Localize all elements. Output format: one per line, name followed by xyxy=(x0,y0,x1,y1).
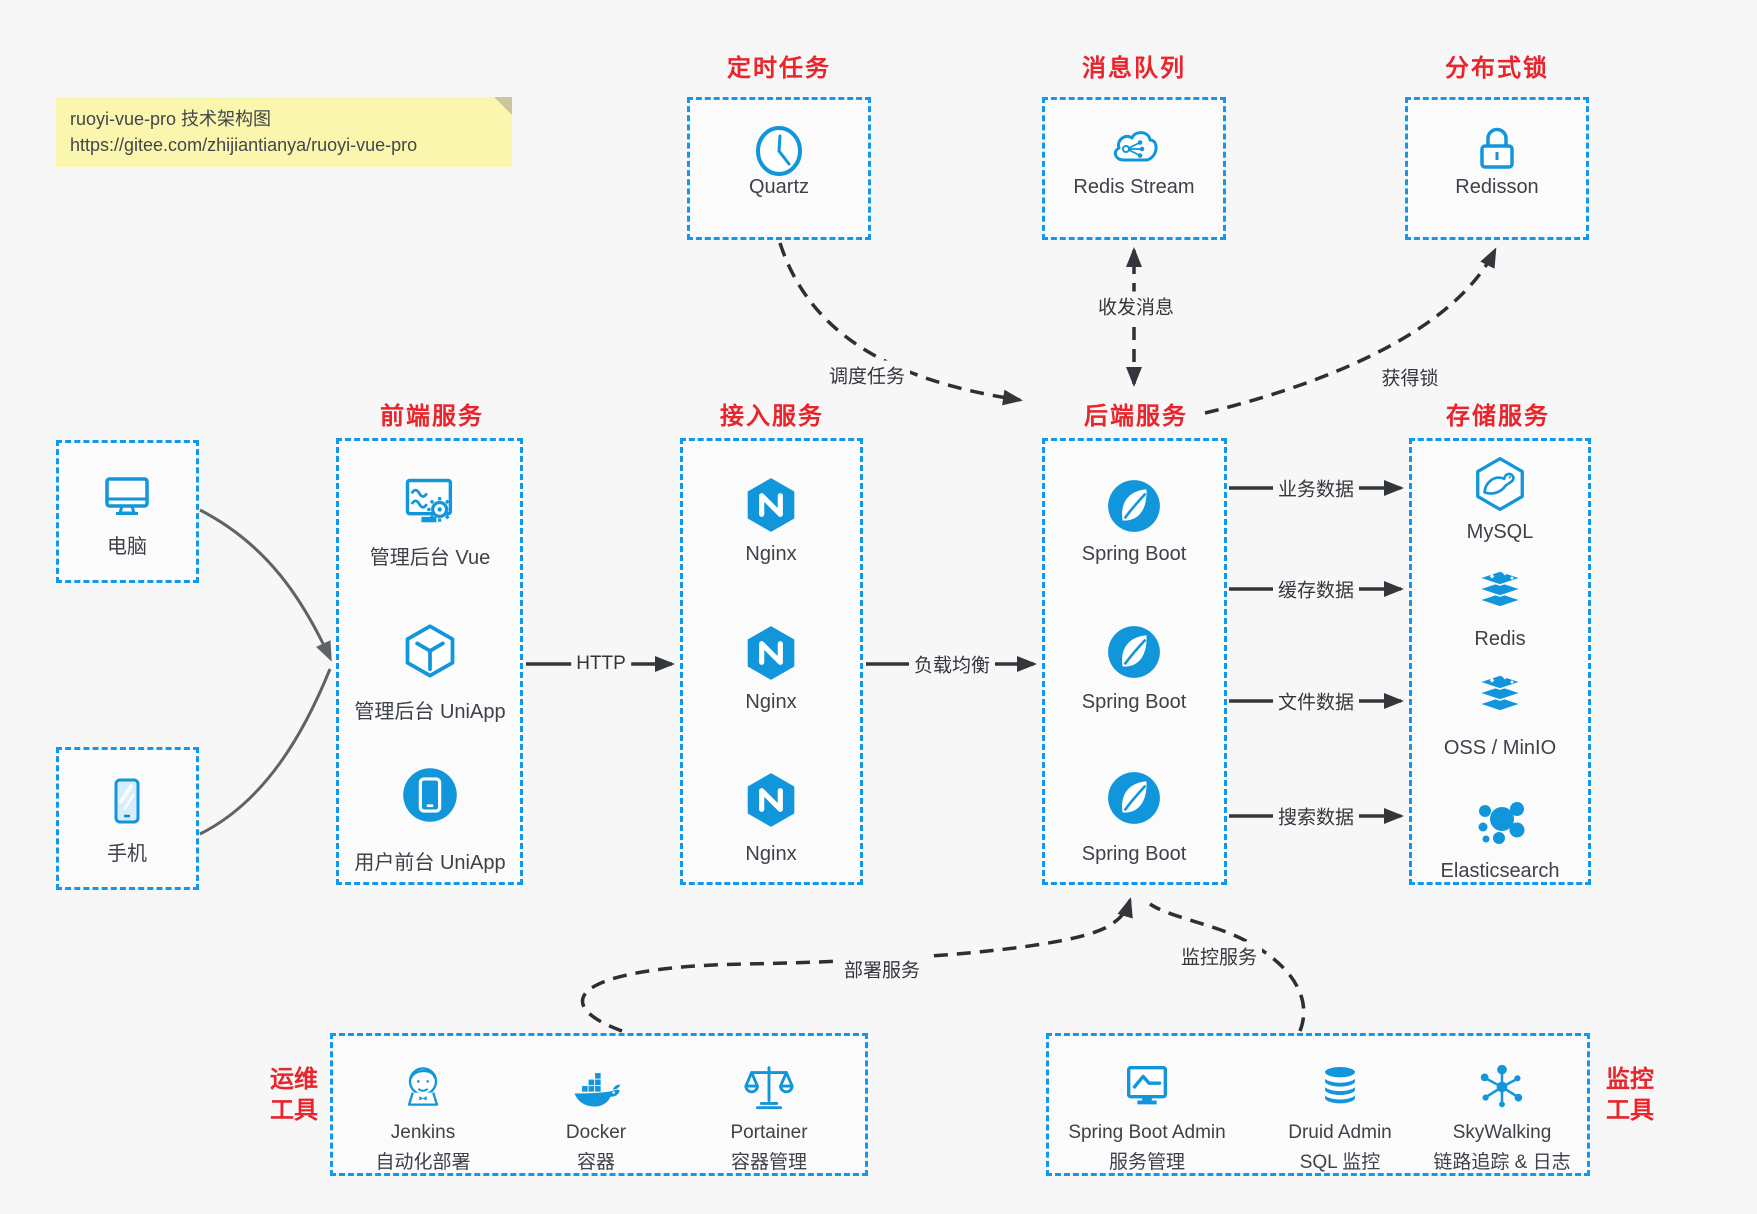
redis-stack-icon xyxy=(1476,674,1524,712)
scales-icon xyxy=(744,1066,794,1110)
edge-lock-line xyxy=(1204,247,1497,415)
admin-screen-gear-icon xyxy=(405,478,453,523)
edge-label-http: HTTP xyxy=(571,652,631,676)
ops-side-label-line2: 工具 xyxy=(270,1097,318,1124)
edge-label-lock: 获得锁 xyxy=(1376,362,1444,392)
es-cluster-icon xyxy=(1478,802,1525,844)
monitor-icon xyxy=(105,477,149,515)
title-scheduler: 定时任务 xyxy=(727,55,831,82)
label-frontend-2: 用户前台 UniApp xyxy=(354,852,506,874)
label-ops-0-desc: 自动化部署 xyxy=(375,1152,471,1173)
title-mq: 消息队列 xyxy=(1082,55,1186,82)
label-monitoring-0-name: Spring Boot Admin xyxy=(1068,1122,1226,1143)
topology-icon xyxy=(1480,1064,1523,1108)
note-fold-corner xyxy=(494,97,512,115)
monitoring-side-label-line1: 监控 xyxy=(1606,1066,1654,1093)
docker-whale-icon xyxy=(574,1073,621,1107)
edge-label-search: 搜索数据 xyxy=(1272,801,1360,831)
ops-side-label: 运维 工具 xyxy=(240,1064,318,1126)
box-mq xyxy=(1042,97,1226,240)
sticky-note: ruoyi-vue-pro 技术架构图 https://gitee.com/zh… xyxy=(56,97,512,167)
label-storage-1: Redis xyxy=(1474,628,1526,650)
label-monitoring-0-desc: 服务管理 xyxy=(1108,1152,1186,1173)
edge-label-file: 文件数据 xyxy=(1272,686,1360,716)
edge-mobile-line xyxy=(199,668,332,836)
label-storage-0: MySQL xyxy=(1466,521,1534,543)
label-mobile: 手机 xyxy=(107,843,147,865)
label-frontend-0: 管理后台 Vue xyxy=(369,547,491,569)
smartphone-icon xyxy=(114,778,140,824)
edge-label-monitor: 监控服务 xyxy=(1175,941,1263,971)
database-icon xyxy=(1323,1065,1357,1105)
label-gateway-2: Nginx xyxy=(745,843,797,865)
label-storage-3: Elasticsearch xyxy=(1440,860,1560,882)
title-backend: 后端服务 xyxy=(1084,403,1188,430)
spring-leaf-icon xyxy=(1108,626,1160,678)
edge-label-message: 收发消息 xyxy=(1092,291,1180,321)
label-monitoring-1-name: Druid Admin xyxy=(1288,1122,1392,1143)
nginx-hexagon-icon xyxy=(747,626,795,680)
title-storage: 存储服务 xyxy=(1446,403,1550,430)
edge-label-deploy: 部署服务 xyxy=(838,954,926,984)
label-ops-2-desc: 容器管理 xyxy=(730,1152,808,1173)
label-pc: 电脑 xyxy=(107,536,147,558)
cloud-share-icon xyxy=(1113,131,1158,162)
phone-circle-icon xyxy=(403,768,457,822)
ops-side-label-line1: 运维 xyxy=(270,1066,318,1093)
note-title: ruoyi-vue-pro 技术架构图 xyxy=(70,109,272,129)
label-quartz: Quartz xyxy=(748,176,810,198)
label-storage-2: OSS / MinIO xyxy=(1443,737,1557,759)
label-backend-0: Spring Boot xyxy=(1081,543,1187,565)
edge-label-biz: 业务数据 xyxy=(1272,473,1360,503)
mysql-dolphin-icon xyxy=(1476,456,1524,512)
note-url: https://gitee.com/zhijiantianya/ruoyi-vu… xyxy=(70,135,418,155)
label-monitoring-1-desc: SQL 监控 xyxy=(1299,1152,1381,1173)
label-ops-0-name: Jenkins xyxy=(390,1122,456,1143)
edge-label-cache: 缓存数据 xyxy=(1272,574,1360,604)
edge-label-lb: 负载均衡 xyxy=(908,649,996,679)
jenkins-butler-icon xyxy=(407,1067,439,1106)
edge-label-schedule: 调度任务 xyxy=(823,360,911,390)
label-ops-2-name: Portainer xyxy=(730,1122,808,1143)
spring-leaf-icon xyxy=(1108,480,1160,532)
label-redis-stream: Redis Stream xyxy=(1073,176,1195,198)
label-frontend-1: 管理后台 UniApp xyxy=(354,701,506,723)
title-lock: 分布式锁 xyxy=(1445,55,1549,82)
cube-icon xyxy=(405,624,455,678)
title-frontend: 前端服务 xyxy=(380,403,484,430)
label-redisson: Redisson xyxy=(1455,176,1539,198)
monitoring-side-label: 监控 工具 xyxy=(1606,1064,1684,1126)
title-gateway: 接入服务 xyxy=(720,403,824,430)
redis-stack-icon xyxy=(1476,570,1524,608)
label-gateway-0: Nginx xyxy=(745,543,797,565)
padlock-icon xyxy=(1480,127,1514,169)
label-backend-2: Spring Boot xyxy=(1081,843,1187,865)
nginx-hexagon-icon xyxy=(747,478,795,532)
monitoring-side-label-line2: 工具 xyxy=(1606,1097,1654,1124)
clock-icon xyxy=(756,126,802,176)
label-backend-1: Spring Boot xyxy=(1081,691,1187,713)
label-ops-1-name: Docker xyxy=(565,1122,627,1143)
label-gateway-1: Nginx xyxy=(745,691,797,713)
nginx-hexagon-icon xyxy=(747,773,795,827)
spring-leaf-icon xyxy=(1108,772,1160,824)
edge-pc-line xyxy=(199,508,332,662)
chart-screen-icon xyxy=(1126,1066,1168,1105)
label-monitoring-2-name: SkyWalking xyxy=(1452,1122,1552,1143)
label-monitoring-2-desc: 链路追踪 & 日志 xyxy=(1433,1152,1571,1173)
label-ops-1-desc: 容器 xyxy=(576,1152,616,1173)
